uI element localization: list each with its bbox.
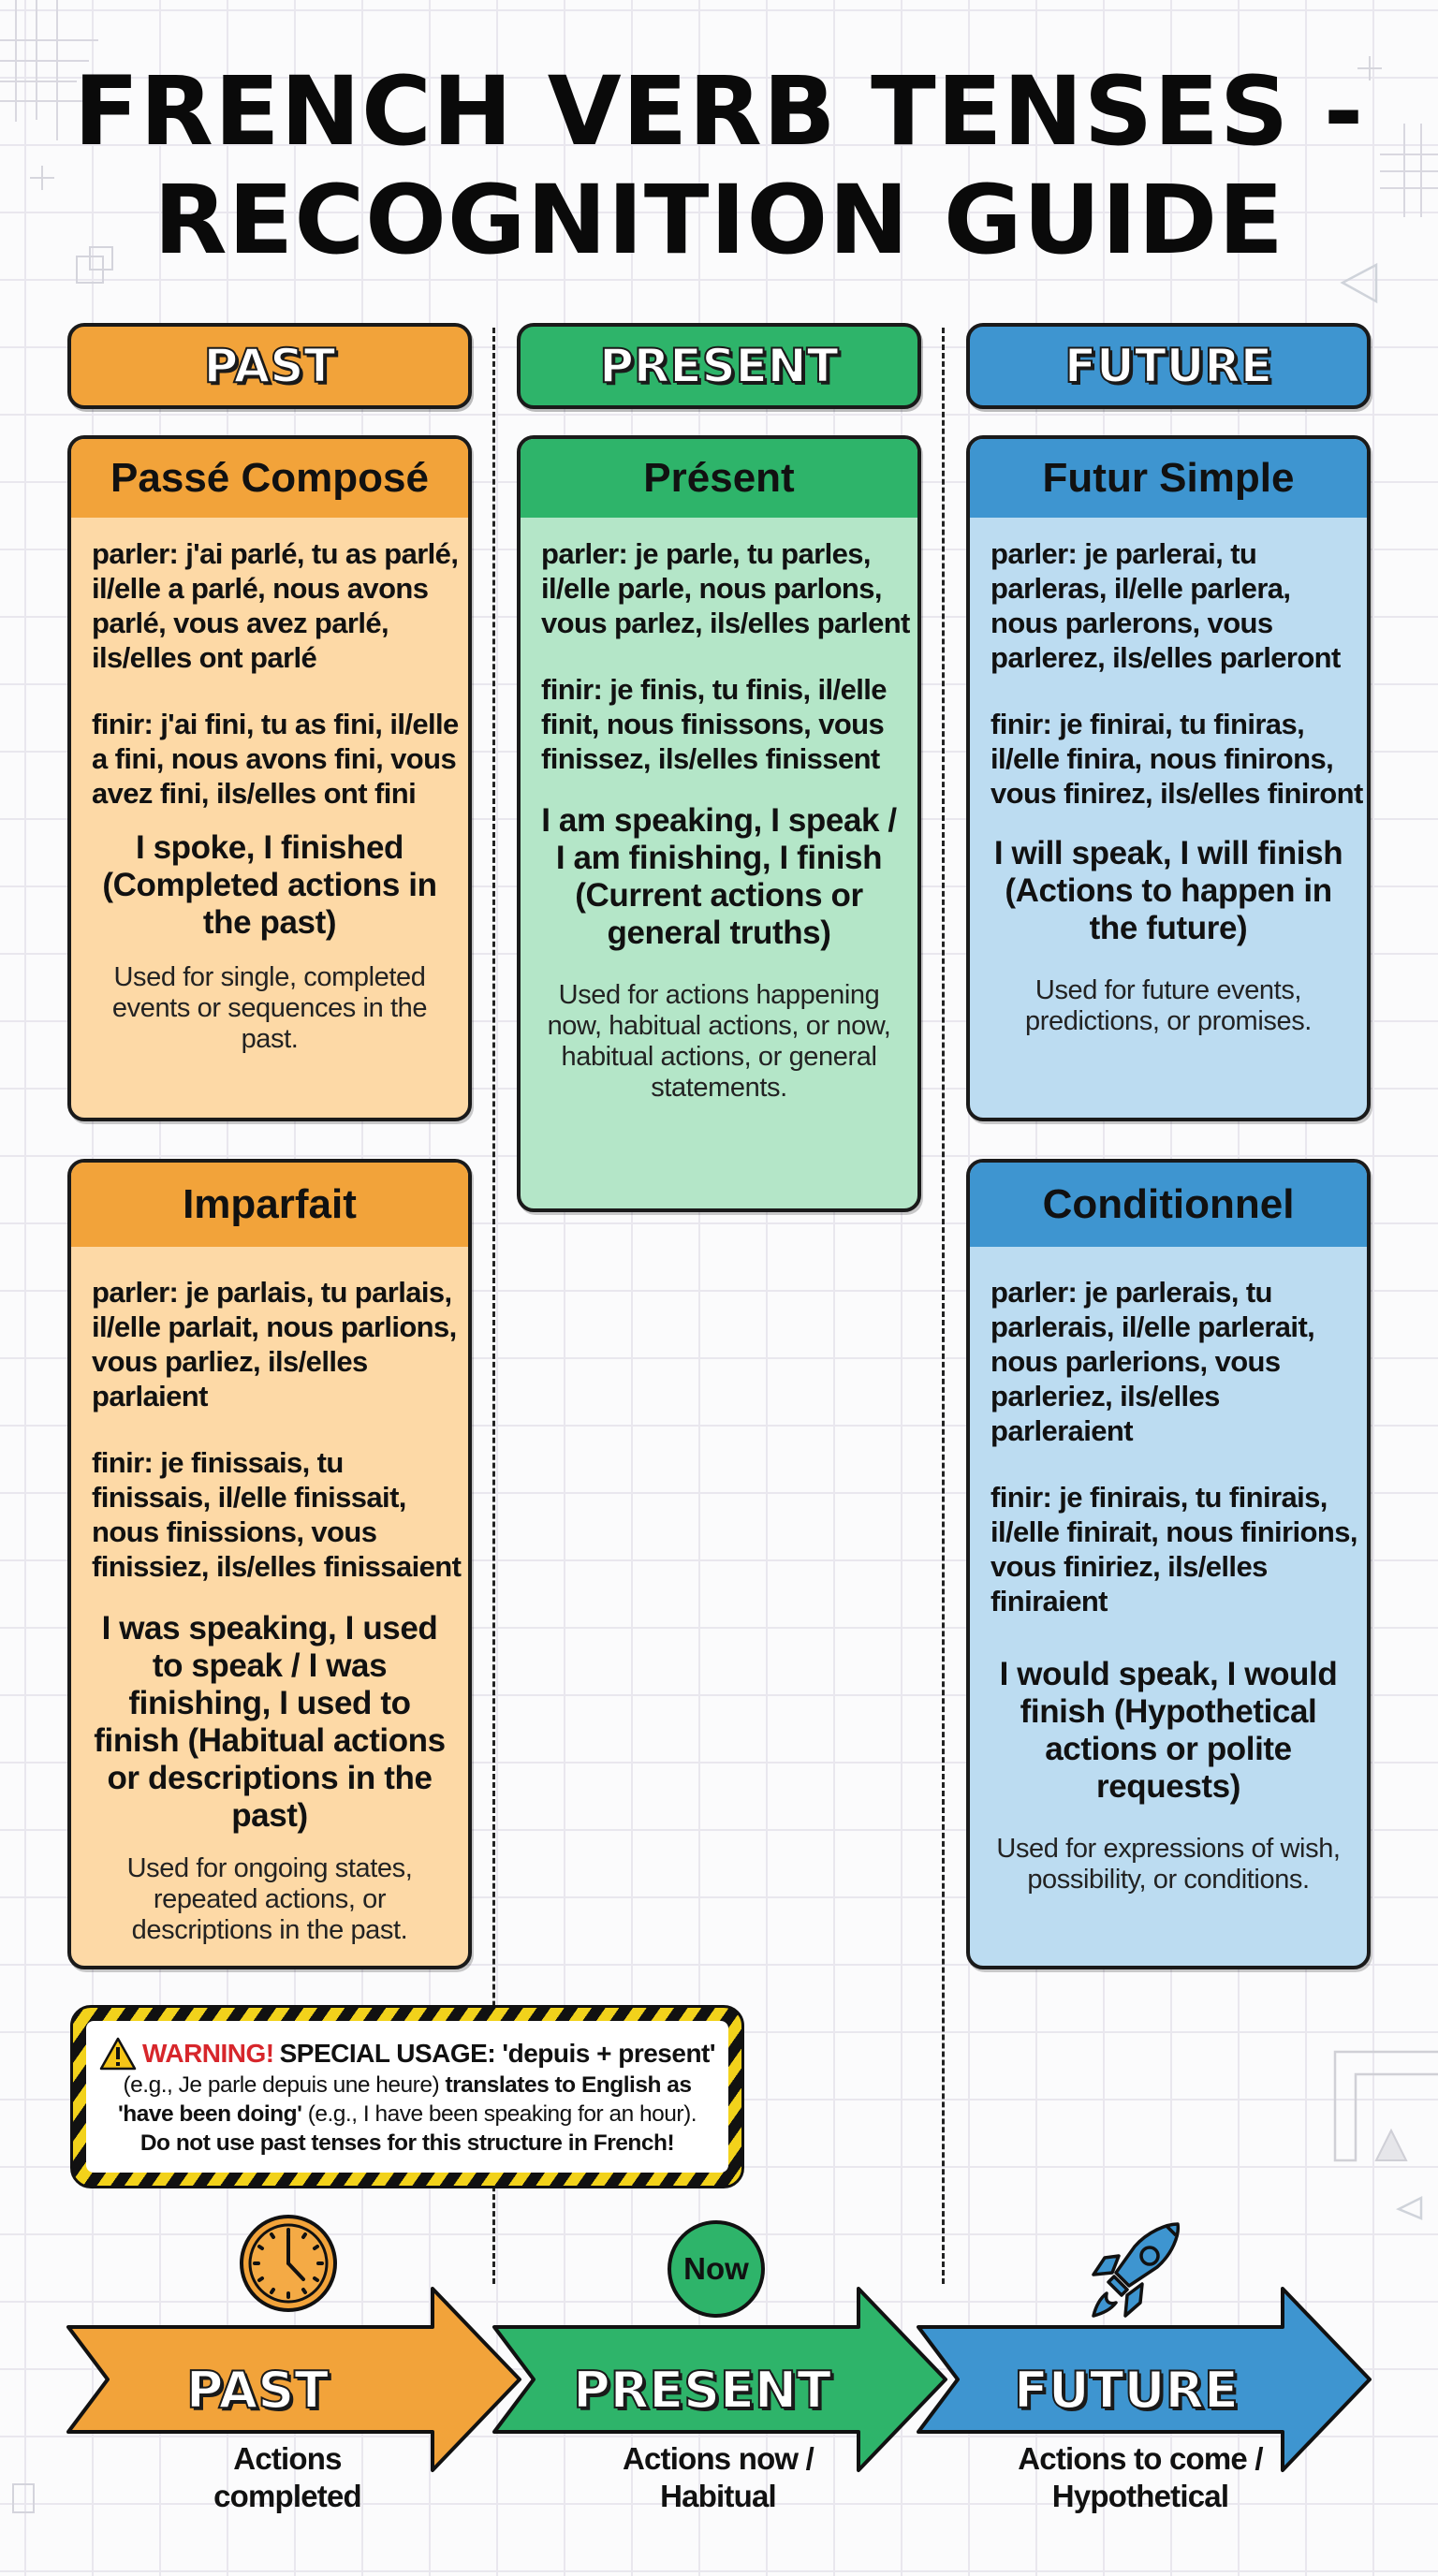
futur-simple-card: Futur Simple parler: je parlerai, tu par… [966, 435, 1371, 1121]
timeline-future-caption: Actions to come / Hypothetical [1000, 2440, 1281, 2515]
caption-line: Actions [233, 2441, 342, 2476]
timeline-past-label: PAST [185, 2360, 330, 2421]
timeline-past-caption: Actions completed [147, 2440, 428, 2515]
past-column-header: PAST [67, 323, 472, 409]
now-badge: Now [668, 2220, 765, 2318]
caption-line: Actions to come / [1018, 2441, 1263, 2476]
warning-phrase: 'have been doing' [117, 2100, 302, 2127]
page-title-line-2: RECOGNITION GUIDE [154, 165, 1284, 276]
warning-example-fr: (e.g., Je parle depuis une heure) [123, 2071, 440, 2098]
future-column-header: FUTURE [966, 323, 1371, 409]
finir-conjugation: finir: je finissais, tu finissais, il/el… [92, 1446, 462, 1583]
page-title: FRENCH VERB TENSES - RECOGNITION GUIDE [0, 58, 1438, 275]
passe-compose-card: Passé Composé parler: j'ai parlé, tu as … [67, 435, 472, 1121]
triangle-decoration-icon [1340, 262, 1378, 304]
rocket-icon [1092, 2222, 1181, 2318]
usage-note: Used for single, completed events or seq… [111, 962, 428, 1054]
finir-conjugation: finir: je finis, tu finis, il/elle finit… [541, 673, 887, 775]
parler-conjugation: parler: je parlerais, tu parlerais, il/e… [990, 1276, 1315, 1447]
card-title: Passé Composé [71, 439, 468, 518]
timeline-present-arrow: PRESENT [492, 2286, 950, 2473]
warning-translates: translates to English as [445, 2071, 692, 2098]
usage-note: Used for actions happening now, habitual… [547, 980, 891, 1103]
column-divider-right [942, 328, 945, 2284]
clock-icon [240, 2215, 337, 2312]
parler-conjugation: parler: je parle, tu parles, il/elle par… [541, 537, 910, 639]
english-meaning: I was speaking, I used to speak / I was … [94, 1610, 446, 1834]
parler-conjugation: parler: je parlerai, tu parleras, il/ell… [990, 537, 1341, 674]
corner-decoration-icon [1333, 2050, 1438, 2220]
imparfait-card: Imparfait parler: je parlais, tu parlais… [67, 1159, 472, 1969]
caption-line: Habitual [660, 2479, 777, 2513]
english-meaning: I am speaking, I speak / I am finishing,… [541, 802, 897, 951]
timeline-future-arrow: FUTURE [916, 2286, 1374, 2473]
present-column-header: PRESENT [517, 323, 921, 409]
finir-conjugation: finir: j'ai fini, tu as fini, il/elle a … [92, 708, 459, 810]
english-meaning: I will speak, I will finish (Actions to … [993, 835, 1343, 946]
caption-line: Actions now / [622, 2441, 814, 2476]
usage-note: Used for ongoing states, repeated action… [126, 1853, 413, 1945]
past-column-label: PAST [203, 338, 337, 394]
column-divider-left [492, 328, 495, 2284]
arrow-shape-icon [492, 2287, 947, 2472]
warning-rule: Do not use past tenses for this structur… [139, 2130, 675, 2156]
squares-decoration-icon [76, 246, 113, 284]
card-title: Présent [521, 439, 917, 518]
plus-decoration-icon [30, 166, 54, 190]
warning-example-en: (e.g., I have been speaking for an hour)… [307, 2100, 697, 2127]
warning-callout: WARNING! SPECIAL USAGE: 'depuis + presen… [70, 2005, 744, 2188]
timeline-past-arrow: PAST [66, 2286, 524, 2473]
warning-label: WARNING! [141, 2039, 274, 2068]
future-column-label: FUTURE [1064, 338, 1273, 394]
squares-decoration-icon [12, 2483, 35, 2513]
card-title: Imparfait [71, 1163, 468, 1247]
timeline-present-caption: Actions now / Habitual [578, 2440, 858, 2515]
usage-note: Used for future events, predictions, or … [1025, 975, 1312, 1036]
warning-triangle-icon [99, 2037, 137, 2070]
caption-line: completed [213, 2479, 362, 2513]
grid-decoration-icon [0, 0, 98, 140]
card-title: Conditionnel [970, 1163, 1367, 1247]
arrow-shape-icon [66, 2287, 521, 2472]
arrow-shape-icon [917, 2287, 1372, 2472]
plus-decoration-icon [1357, 56, 1382, 80]
timeline-future-label: FUTURE [1013, 2360, 1240, 2421]
conditionnel-card: Conditionnel parler: je parlerais, tu pa… [966, 1159, 1371, 1969]
timeline-present-label: PRESENT [572, 2360, 832, 2421]
caption-line: Hypothetical [1051, 2479, 1229, 2513]
english-meaning: I spoke, I finished (Completed actions i… [102, 829, 437, 941]
parler-conjugation: parler: j'ai parlé, tu as parlé, il/elle… [92, 537, 459, 674]
parler-conjugation: parler: je parlais, tu parlais, il/elle … [92, 1276, 457, 1412]
grid-decoration-icon [1380, 124, 1438, 217]
present-column-label: PRESENT [598, 338, 839, 394]
usage-note: Used for expressions of wish, possibilit… [996, 1834, 1341, 1895]
warning-heading: SPECIAL USAGE: 'depuis + present' [279, 2039, 716, 2068]
card-title: Futur Simple [970, 439, 1367, 518]
page-title-line-1: FRENCH VERB TENSES - [73, 56, 1365, 168]
present-card: Présent parler: je parle, tu parles, il/… [517, 435, 921, 1212]
english-meaning: I would speak, I would finish (Hypotheti… [999, 1656, 1338, 1805]
finir-conjugation: finir: je finirais, tu finirais, il/elle… [990, 1481, 1357, 1617]
finir-conjugation: finir: je finirai, tu finiras, il/elle f… [990, 708, 1363, 810]
